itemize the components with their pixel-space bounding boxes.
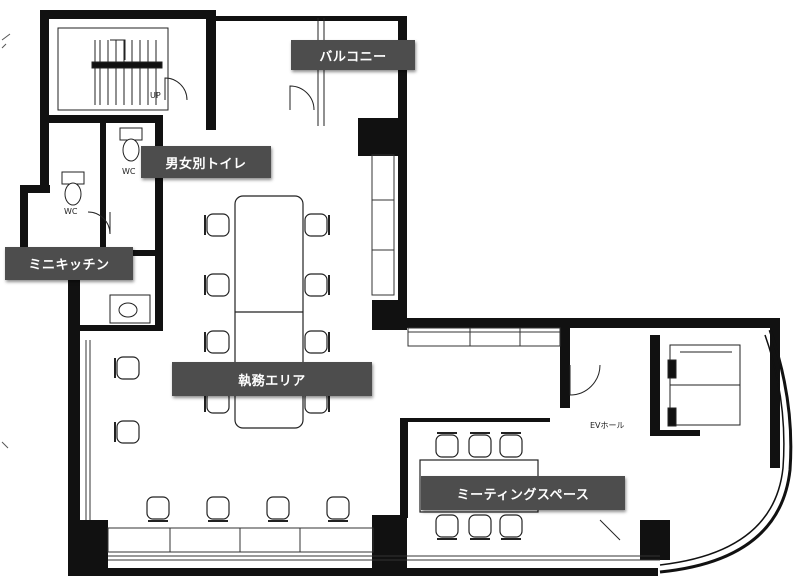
kitchen-label: ミニキッチン: [5, 247, 133, 280]
chairs: [114, 213, 523, 540]
chair: [468, 432, 492, 458]
ev-hall-label: EVホール: [590, 421, 625, 430]
balcony-label: バルコニー: [291, 40, 415, 70]
edge-marks: [1, 33, 11, 449]
chair: [204, 330, 230, 354]
curved-wall: [659, 329, 793, 574]
doors: [87, 18, 621, 541]
chair: [468, 514, 492, 540]
chair: [435, 514, 459, 540]
toilet-fixtures: [61, 127, 151, 324]
chair: [204, 213, 230, 237]
chair: [304, 273, 330, 297]
chair: [499, 514, 523, 540]
chair: [304, 330, 330, 354]
chair: [326, 496, 350, 522]
elevator: [667, 344, 741, 427]
chair: [304, 213, 330, 237]
work-area-label: 執務エリア: [172, 362, 372, 396]
chair: [435, 432, 459, 458]
toilets-label: 男女別トイレ: [141, 146, 271, 178]
chair: [204, 273, 230, 297]
chair: [146, 496, 170, 522]
chair: [266, 496, 290, 522]
wc-upper-label: WC: [122, 167, 136, 176]
chair: [499, 432, 523, 458]
chair: [114, 356, 140, 380]
wc-lower-label: WC: [64, 207, 78, 216]
staircase: [57, 27, 169, 111]
window-lines: [85, 154, 660, 561]
curved-wall-inner: [659, 334, 785, 566]
stair-up-label: UP: [150, 91, 161, 100]
chair: [206, 496, 230, 522]
chair: [114, 420, 140, 444]
meeting-label: ミーティングスペース: [421, 476, 625, 510]
walls: [20, 10, 780, 576]
